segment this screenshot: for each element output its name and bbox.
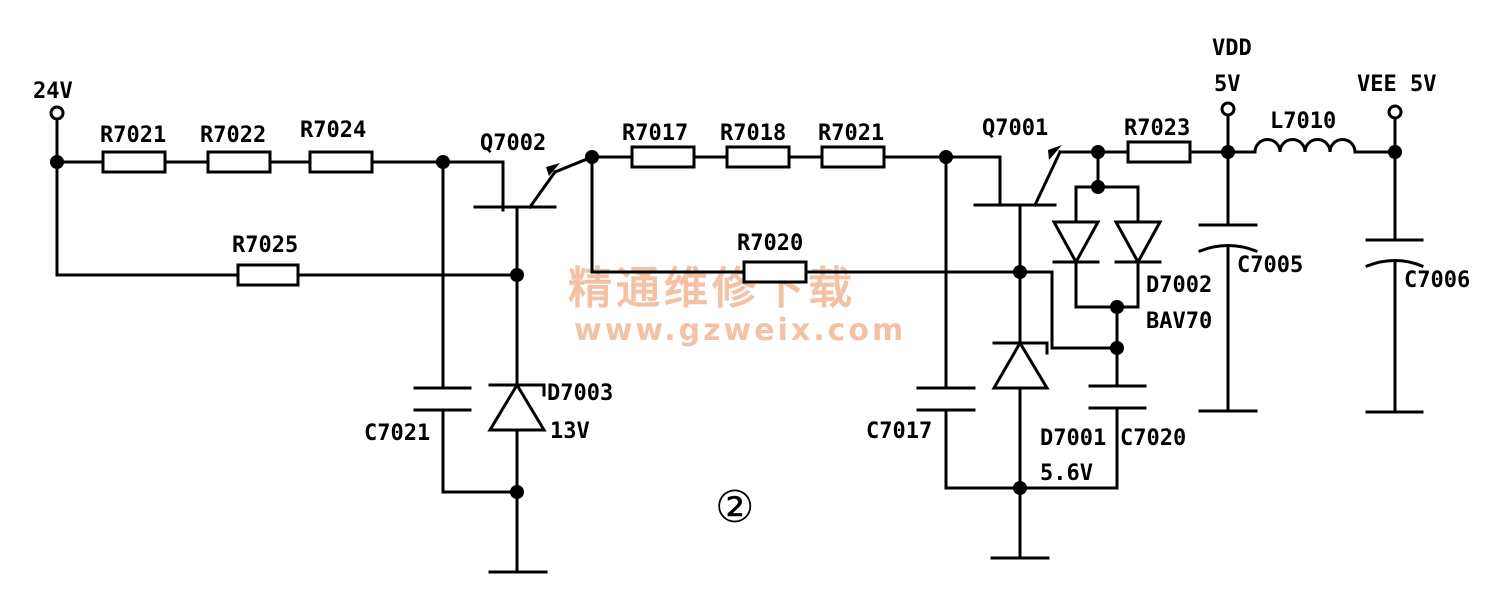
resistor-r7020: R7020 bbox=[737, 231, 808, 284]
capacitor-c7021-label: C7021 bbox=[364, 421, 430, 446]
capacitor-c7021: C7021 bbox=[364, 386, 472, 446]
resistor-r7024-label: R7024 bbox=[300, 118, 366, 143]
watermark: 精通维修下载 www.gzweix.com bbox=[568, 263, 906, 348]
resistor-r7021-right: R7021 bbox=[818, 121, 886, 169]
vee-label: VEE 5V bbox=[1357, 72, 1436, 97]
resistor-r7021-left: R7021 bbox=[100, 123, 167, 174]
watermark-url: www.gzweix.com bbox=[574, 313, 906, 348]
dual-diode-d7002: D7002 BAV70 bbox=[1051, 150, 1212, 334]
inductor-l7010: L7010 bbox=[1253, 109, 1357, 154]
capacitor-c7005: C7005 bbox=[1198, 223, 1303, 278]
right-section-wires bbox=[1096, 113, 1424, 414]
transistor-q7001-label: Q7001 bbox=[982, 116, 1048, 141]
capacitor-c7005-label: C7005 bbox=[1237, 253, 1303, 278]
resistor-r7021-left-label: R7021 bbox=[100, 123, 166, 148]
resistor-r7021-right-label: R7021 bbox=[818, 121, 884, 146]
capacitor-c7006: C7006 bbox=[1365, 238, 1470, 293]
dual-diode-d7002-label: D7002 bbox=[1146, 273, 1212, 298]
zener-diode-d7003: D7003 13V bbox=[487, 381, 613, 444]
right-junctions bbox=[1221, 145, 1402, 159]
resistor-r7024: R7024 bbox=[300, 118, 374, 174]
vdd-name-label: VDD bbox=[1212, 36, 1252, 61]
inductor-l7010-label: L7010 bbox=[1270, 109, 1336, 134]
resistor-r7022-label: R7022 bbox=[200, 123, 266, 148]
vdd-terminal: VDD 5V bbox=[1212, 36, 1252, 117]
resistor-r7022: R7022 bbox=[200, 123, 272, 174]
capacitor-c7020: C7020 bbox=[1088, 384, 1186, 451]
resistor-r7018-label: R7018 bbox=[720, 121, 786, 146]
transistor-q7002: Q7002 bbox=[473, 131, 594, 212]
zener-diode-d7003-value: 13V bbox=[550, 419, 590, 444]
middle-section-wires bbox=[590, 155, 1119, 560]
transistor-q7001: Q7001 bbox=[973, 116, 1102, 207]
figure-number: ② bbox=[715, 482, 754, 533]
middle-junctions bbox=[585, 145, 1124, 495]
vee-terminal: VEE 5V bbox=[1357, 72, 1436, 120]
zener-diode-d7001-label: D7001 bbox=[1040, 426, 1106, 451]
resistor-r7018: R7018 bbox=[720, 121, 791, 169]
capacitor-c7006-label: C7006 bbox=[1404, 268, 1470, 293]
input-24v-terminal: 24V bbox=[33, 79, 73, 121]
capacitor-c7017-label: C7017 bbox=[866, 419, 932, 444]
resistor-r7025-label: R7025 bbox=[232, 233, 298, 258]
transistor-q7002-label: Q7002 bbox=[480, 131, 546, 156]
resistor-r7025: R7025 bbox=[232, 233, 300, 287]
dual-diode-d7002-part: BAV70 bbox=[1146, 309, 1212, 334]
vdd-value-label: 5V bbox=[1214, 72, 1241, 97]
left-junctions bbox=[50, 155, 524, 499]
resistor-r7023-label: R7023 bbox=[1124, 116, 1190, 141]
input-24v-label: 24V bbox=[33, 79, 73, 104]
zener-diode-d7003-label: D7003 bbox=[547, 381, 613, 406]
left-section-wires bbox=[55, 116, 548, 574]
capacitor-c7017: C7017 bbox=[866, 386, 976, 444]
resistor-r7020-label: R7020 bbox=[737, 231, 803, 256]
zener-diode-d7001: D7001 5.6V bbox=[991, 340, 1106, 486]
resistor-r7017-label: R7017 bbox=[622, 121, 688, 146]
zener-diode-d7001-value: 5.6V bbox=[1040, 461, 1093, 486]
resistor-r7023: R7023 bbox=[1124, 116, 1192, 164]
capacitor-c7020-label: C7020 bbox=[1120, 426, 1186, 451]
resistor-r7017: R7017 bbox=[622, 121, 696, 169]
